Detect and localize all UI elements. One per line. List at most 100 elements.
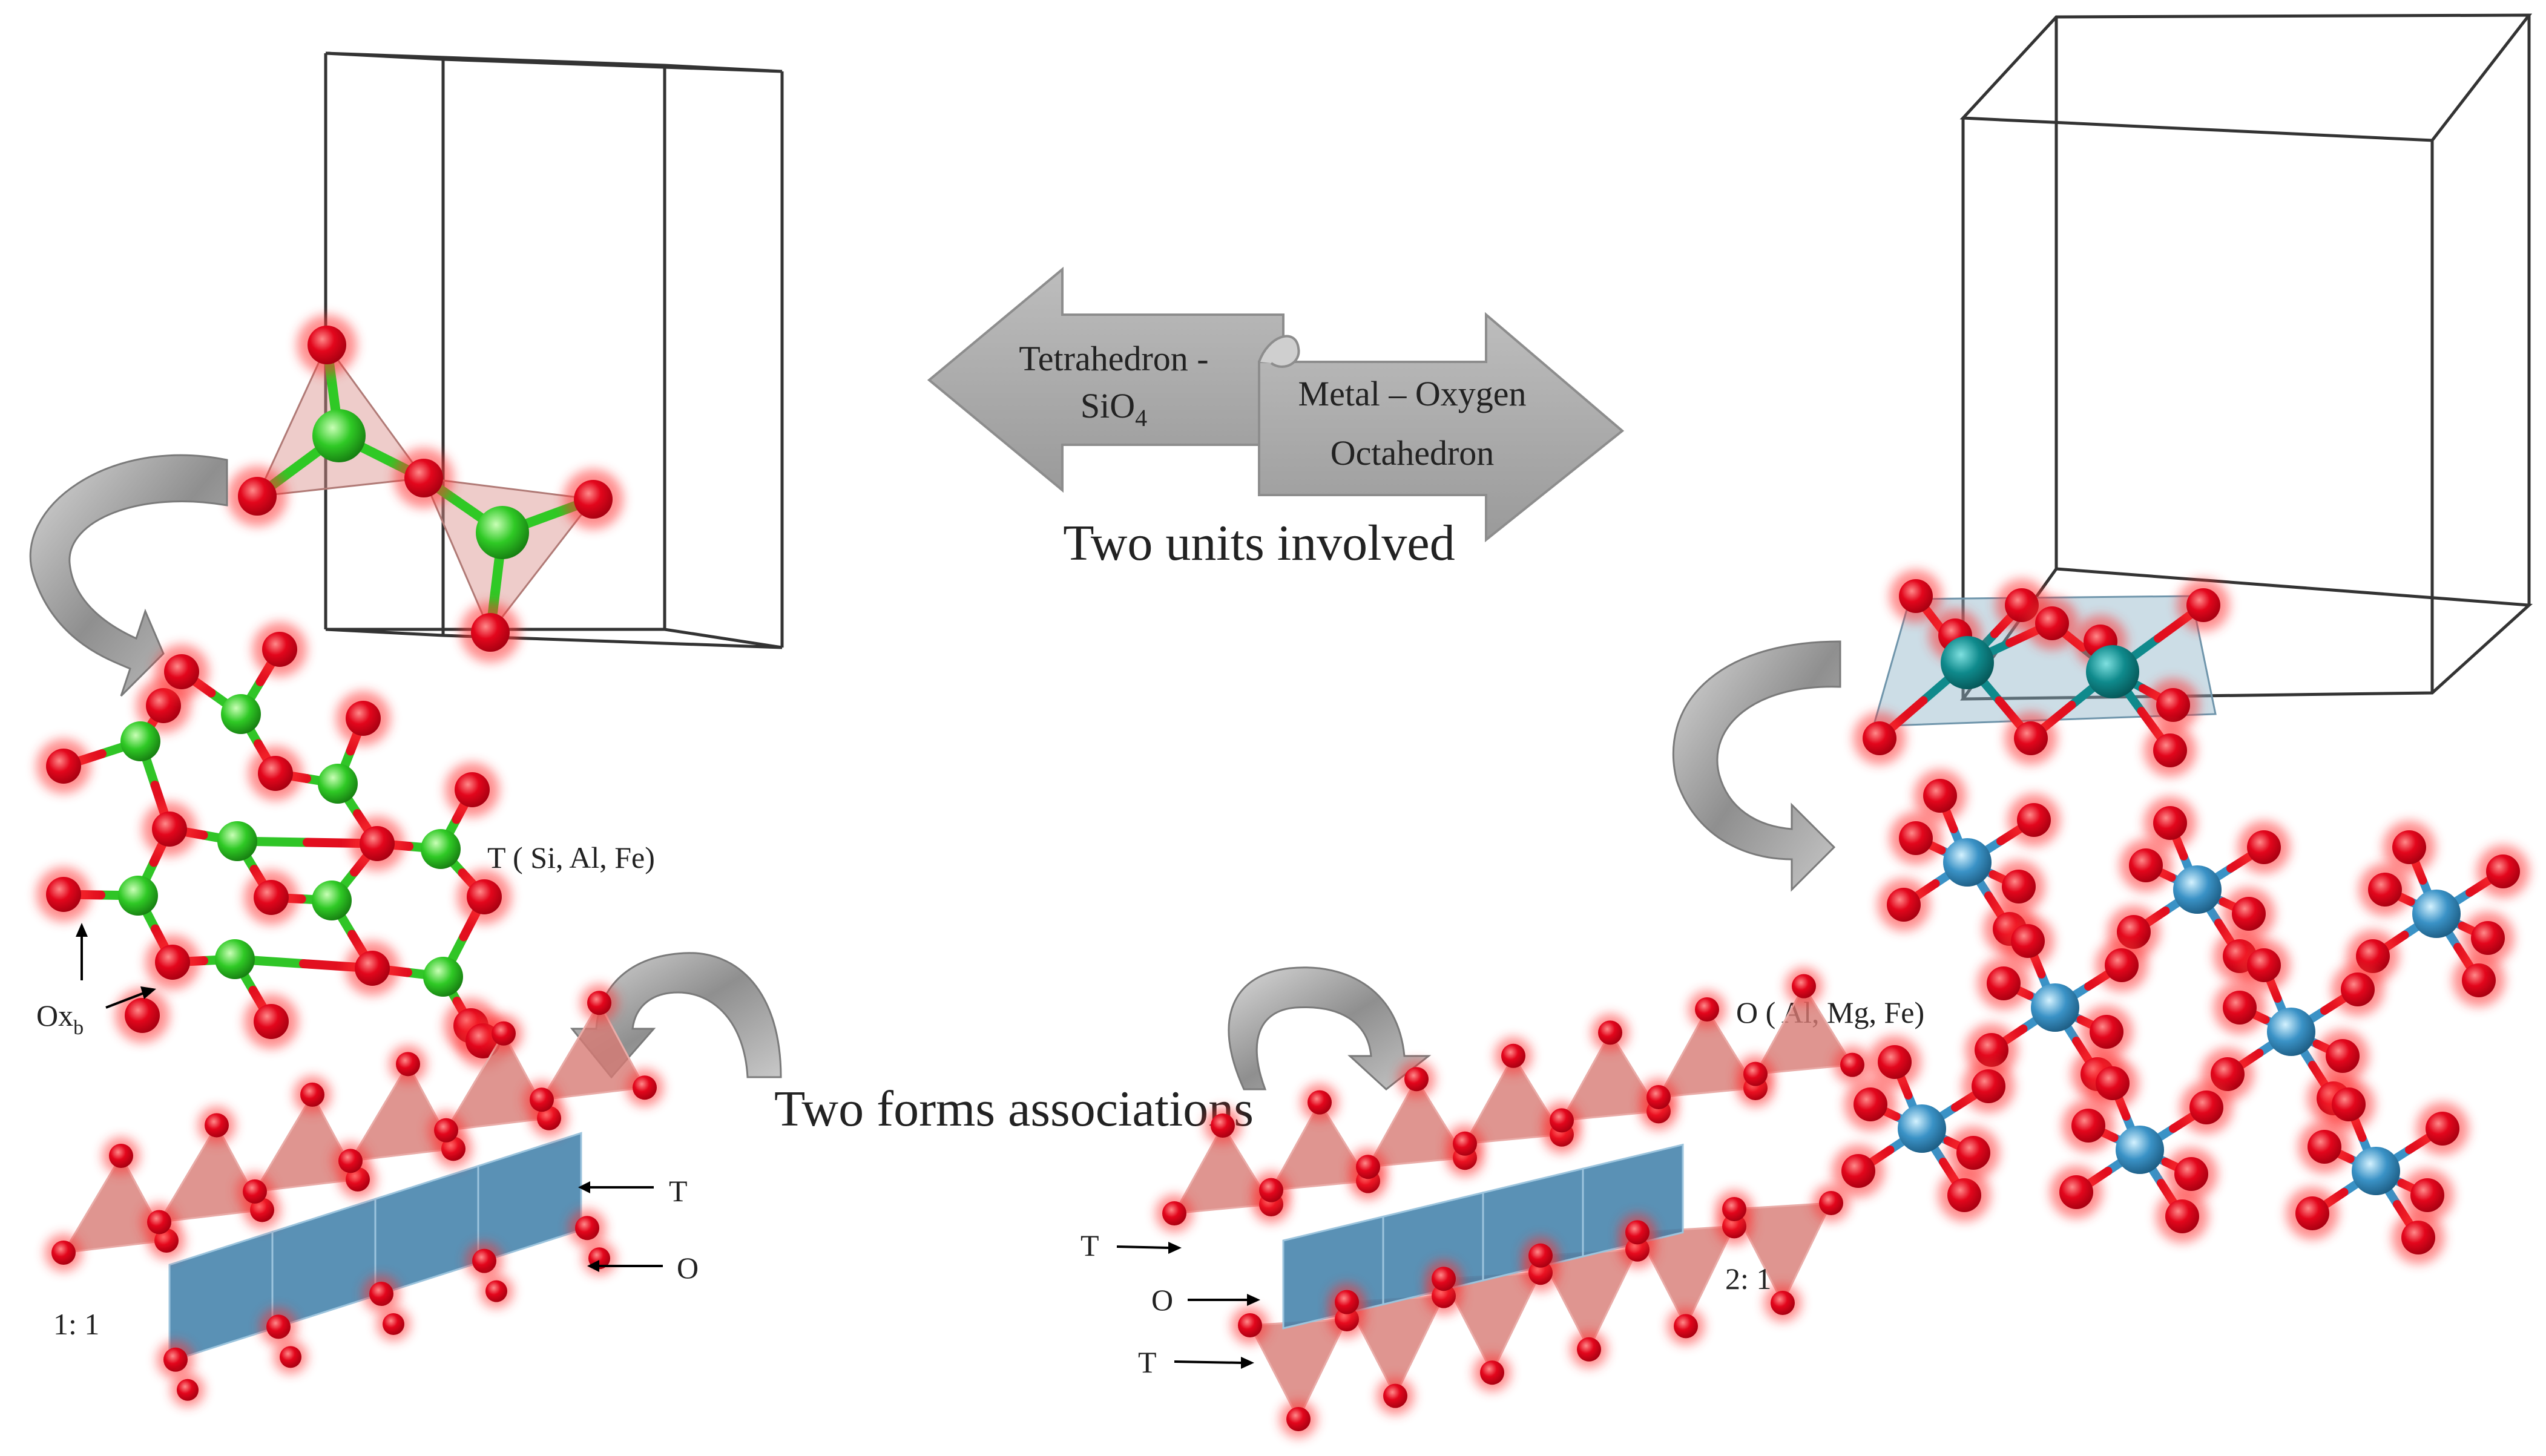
oxygen-atom <box>1975 1033 2008 1067</box>
oxygen-atom <box>1383 1383 1407 1408</box>
oxygen-atom <box>1286 1407 1311 1431</box>
metal-atom <box>1943 838 1992 887</box>
curved-arrow-right-icon <box>1672 640 1841 892</box>
oxygen-atom <box>2426 1112 2459 1146</box>
oxygen-atom <box>2410 1178 2444 1212</box>
curved-arrow-left-icon <box>29 454 228 697</box>
oxygen-atoms <box>227 315 623 663</box>
svg-text:T: T <box>1138 1345 1157 1379</box>
oxygen-atom <box>2174 1157 2208 1191</box>
oxygen-atom <box>1335 1290 1359 1314</box>
svg-text:T: T <box>669 1174 688 1208</box>
oxygen-atom <box>152 812 187 847</box>
silicon-atom <box>221 694 261 734</box>
oxygen-atom <box>1956 1136 1990 1170</box>
octa-label: O ( Al, Mg, Fe) <box>1736 995 1924 1029</box>
oxygen-atom <box>258 756 293 791</box>
oxygen-atom <box>2002 870 2036 903</box>
oxygen-atom <box>1899 579 1933 613</box>
oxygen-atom <box>51 1241 76 1265</box>
metal-atom <box>2267 1008 2315 1056</box>
tetrahedral-sheet <box>36 622 512 1068</box>
metal-atom <box>2031 983 2079 1032</box>
oxygen-atom <box>2211 1057 2245 1091</box>
oxygen-atom <box>2189 1090 2223 1124</box>
oxygen-atom <box>530 1087 554 1112</box>
oxygen-atom <box>575 1216 599 1241</box>
oxygen-atom <box>163 1347 188 1372</box>
oxygen-atom <box>164 654 199 689</box>
oxygen-atom <box>1480 1360 1504 1385</box>
oxygen-atom <box>471 613 510 652</box>
metal-atom <box>1941 636 1994 689</box>
octahedral-unit-cell <box>1959 13 2533 701</box>
oxygen-atom <box>492 1021 516 1046</box>
oxygen-atom <box>2153 806 2187 840</box>
oxygen-atom <box>2341 972 2375 1006</box>
oxygen-atom <box>2308 1130 2341 1164</box>
layer-2-1-structure <box>1156 967 1871 1438</box>
oxygen-atom <box>1840 1052 1864 1077</box>
oxygen-atom <box>1899 821 1933 855</box>
oxygen-atom <box>1854 1087 1887 1121</box>
oxygen-atom <box>434 1118 458 1143</box>
ratio-1-1-label: 1: 1 <box>53 1307 99 1341</box>
oxygen-atom <box>243 1179 267 1204</box>
oxygen-atom <box>2295 1196 2329 1230</box>
oxygen-atom <box>46 749 81 784</box>
right-arrow-line1: Metal – Oxygen <box>1298 374 1527 413</box>
ratio-2-1-label: 2: 1 <box>1725 1262 1771 1296</box>
svg-text:O: O <box>677 1251 699 1285</box>
oxygen-atom <box>2059 1175 2093 1209</box>
right-arrow-line2: Octahedron <box>1331 433 1495 473</box>
oxygen-atom <box>346 701 381 736</box>
silicon-atom <box>217 821 257 861</box>
oxygen-atom <box>2471 921 2505 955</box>
oxygen-atom <box>2401 1221 2435 1254</box>
left-arrow-line2: SiO4 <box>1081 386 1147 431</box>
oxygen-atom <box>1771 1291 1795 1315</box>
oxygen-atom <box>2035 606 2069 640</box>
oxygen-atom <box>1878 1045 1912 1079</box>
oxygen-atom <box>369 1282 393 1306</box>
oxygen-atom <box>472 1248 496 1273</box>
oxygen-atom <box>2071 1109 2105 1143</box>
oxygen-atom <box>46 877 81 912</box>
oxygen-atom <box>1722 1197 1746 1221</box>
oxygen-atom <box>633 1075 657 1100</box>
oxygen-atom <box>455 772 490 807</box>
oxygen-atom <box>308 326 346 364</box>
svg-text:O: O <box>1151 1283 1173 1317</box>
silicon-atom <box>215 939 255 979</box>
oxygen-atom <box>1404 1067 1429 1092</box>
left-arrow-line1: Tetrahedron - <box>1019 339 1208 378</box>
ox-b-label: Oxb <box>36 923 156 1039</box>
oxygen-atom <box>2156 688 2190 722</box>
oxygen-atom <box>1841 1154 1875 1188</box>
oxygen-atom <box>2486 854 2520 888</box>
oxygen-atom <box>587 991 611 1015</box>
oxygen-atom <box>1863 721 1896 755</box>
oxygen-atom <box>2232 897 2266 931</box>
oxygen-atom <box>1987 966 2021 1000</box>
oxygen-atom <box>396 1052 420 1077</box>
oxygen-atom <box>1550 1108 1574 1133</box>
oxygen-atom <box>2462 963 2496 997</box>
oxygen-atom <box>109 1144 133 1168</box>
oxygen-atom <box>1625 1220 1650 1245</box>
oxygen-atom <box>2017 803 2051 837</box>
silicon-atom <box>118 876 158 916</box>
oxygen-atom <box>404 459 443 497</box>
oxygen-atom <box>2332 1087 2366 1121</box>
oxygen-atom <box>1646 1085 1671 1109</box>
oxygen-atom <box>1792 974 1816 999</box>
silicon-atom <box>318 764 358 804</box>
oxygen-atom <box>1695 997 1719 1021</box>
oxygen-atom <box>262 632 297 667</box>
metal-atom <box>2173 865 2222 914</box>
metal-atom <box>2412 890 2461 938</box>
layer-2-1-t-bottom-pointer: T <box>1138 1345 1254 1379</box>
layer-1-1-structure <box>45 984 663 1407</box>
oxygen-atom <box>2247 948 2281 982</box>
